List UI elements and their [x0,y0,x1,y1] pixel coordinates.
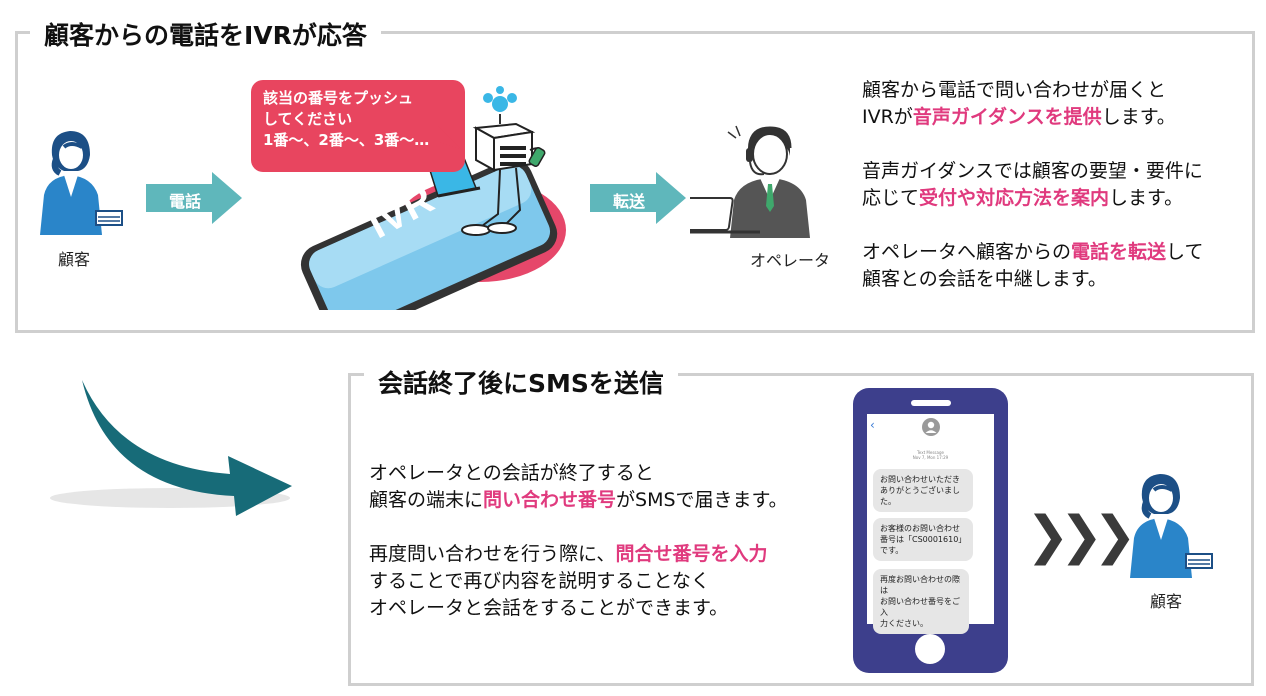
transfer-arrow [590,172,686,224]
transfer-arrow-label: 転送 [612,192,645,211]
sms-desc-line-5: オペレータと会話をすることができます。 [369,597,729,619]
sms-desc-line-2: 顧客の端末に問い合わせ番号がSMSで届きます。 [369,489,788,511]
ivr-desc-line-5: オペレータへ顧客からの電話を転送して [862,241,1204,263]
phone-speaker [911,400,951,406]
ivr-description: 顧客から電話で問い合わせが届くと IVRが音声ガイダンスを提供します。 音声ガイ… [862,77,1247,293]
ivr-desc-line-2: IVRが音声ガイダンスを提供します。 [862,106,1176,128]
smartphone: ‹ Text Message Nov 7, Mon 17:29 お問い合わせいた… [853,388,1008,673]
ivr-desc-line-1: 顧客から電話で問い合わせが届くと [862,79,1167,101]
bubble-line-2: してください [263,110,353,128]
ivr-desc-line-4: 応じて受付や対応方法を案内します。 [862,187,1184,209]
customer-label: 顧客 [58,250,91,269]
flow-curve-arrow [50,380,292,516]
chevrons-arrow: ❯❯❯ [1026,506,1137,566]
bubble-line-1: 該当の番号をプッシュ [263,89,414,107]
customer-icon-2 [1130,474,1213,578]
customer-icon [40,131,123,235]
bubble-tail [438,126,462,150]
sms-message-3: 再度お問い合わせの際はお問い合わせ番号をご入力ください。 [873,569,969,634]
sms-panel-title: 会話終了後にSMSを送信 [364,364,678,400]
customer-label-2: 顧客 [1150,592,1183,611]
contact-avatar-icon [922,418,940,436]
ivr-robot-icon [427,86,546,236]
sms-desc-line-4: することで再び内容を説明することなく [369,570,710,592]
phone-screen: ‹ Text Message Nov 7, Mon 17:29 お問い合わせいた… [867,414,994,634]
ivr-desc-line-6: 顧客との会話を中継します。 [862,268,1107,290]
ivr-desc-line-3: 音声ガイダンスでは顧客の要望・要件に [862,160,1203,182]
call-arrow-label: 電話 [168,192,201,211]
sms-message-1: お問い合わせいただきありがとうございました。 [873,469,973,512]
sms-panel [348,373,1254,686]
sms-header-small: Text Message [917,450,944,455]
call-arrow [146,172,242,224]
operator-label: オペレータ [750,251,831,270]
ivr-guidance-bubble: 該当の番号をプッシュ してください 1番～、2番～、3番～… [251,80,465,172]
ivr-panel-title: 顧客からの電話をIVRが応答 [30,16,381,52]
sms-desc-line-1: オペレータとの会話が終了すると [369,462,654,484]
home-button[interactable] [915,634,945,664]
sms-description: オペレータとの会話が終了すると 顧客の端末に問い合わせ番号がSMSで届きます。 … [369,460,839,622]
back-icon[interactable]: ‹ [870,418,875,432]
ivr-phone-illustration [300,159,566,310]
sms-desc-line-3: 再度問い合わせを行う際に、問合せ番号を入力 [369,543,768,565]
bubble-line-3: 1番～、2番～、3番～… [263,131,430,149]
sms-header-date: Nov 7, Mon 17:29 [912,455,949,460]
operator-icon [690,125,810,238]
sms-message-2: お客様のお問い合わせ番号は「CS0001610」です。 [873,518,973,561]
